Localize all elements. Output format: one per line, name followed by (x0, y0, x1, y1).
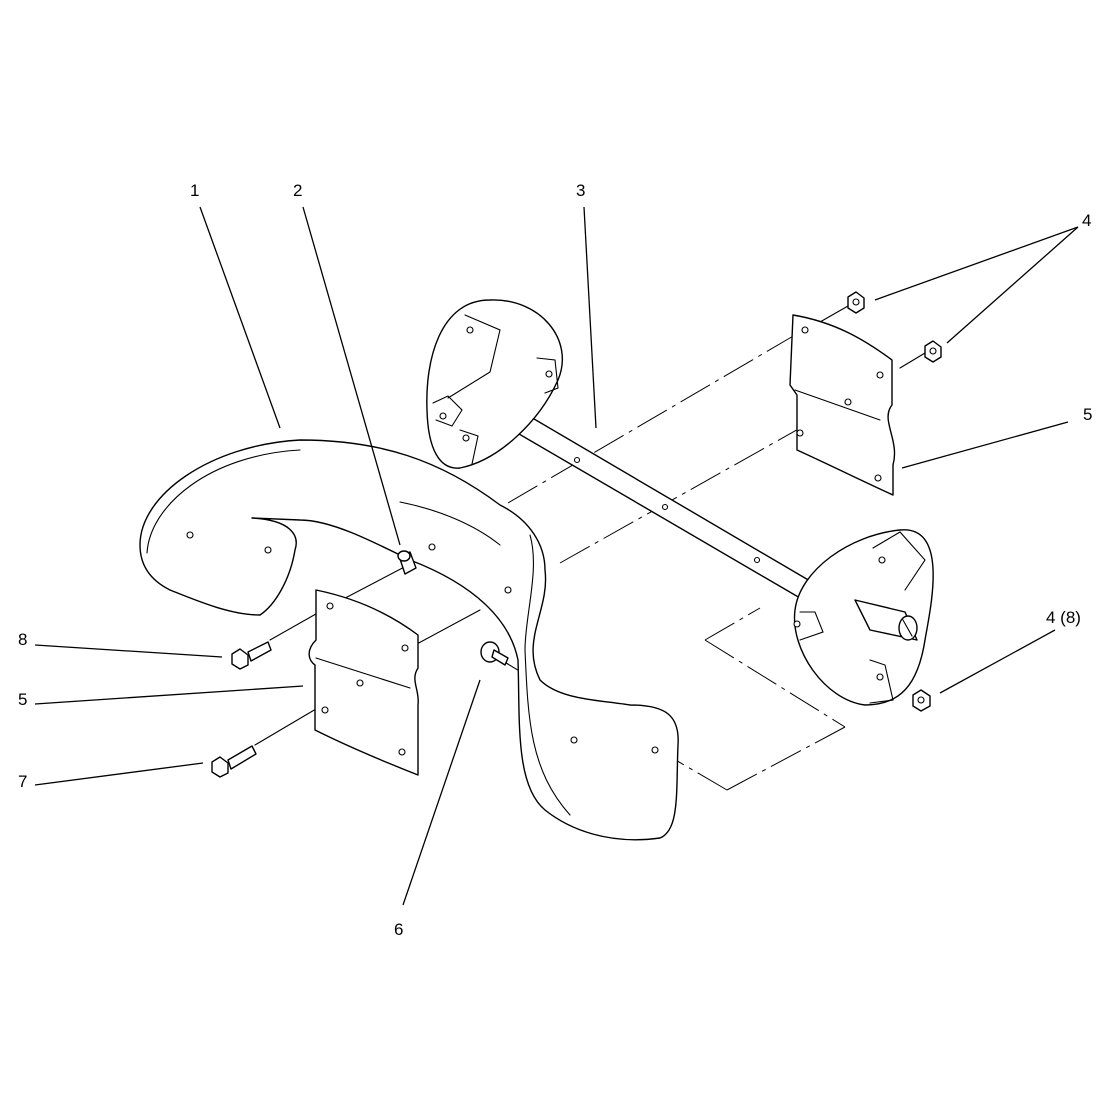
right-end-plate (793, 529, 934, 706)
short-bolt (231, 641, 272, 670)
spacer-bushing (397, 550, 417, 575)
left-end-plate (426, 299, 563, 469)
callout-1: 1 (190, 181, 199, 200)
callout-4-top: 4 (1082, 211, 1091, 230)
long-bolt (211, 745, 257, 778)
callout-6: 6 (394, 920, 403, 939)
callout-3: 3 (576, 181, 585, 200)
callouts: 1 2 3 4 5 4 (8) 8 5 7 6 (18, 181, 1092, 939)
shoulder-bolt (480, 641, 509, 666)
callout-2: 2 (293, 181, 302, 200)
hex-nut-lower (924, 340, 942, 363)
callout-5-right: 5 (1083, 405, 1092, 424)
callout-8: 8 (18, 630, 27, 649)
hex-nut-upper (847, 291, 865, 314)
left-paddle-plate (308, 589, 419, 776)
hex-nut-bottom-right (912, 689, 931, 712)
auger-flighting (139, 439, 679, 841)
leader-lines (34, 206, 1079, 906)
callout-4-8: 4 (8) (1046, 608, 1081, 627)
right-paddle-plate (789, 314, 896, 496)
callout-7: 7 (18, 772, 27, 791)
callout-5-left: 5 (18, 690, 27, 709)
